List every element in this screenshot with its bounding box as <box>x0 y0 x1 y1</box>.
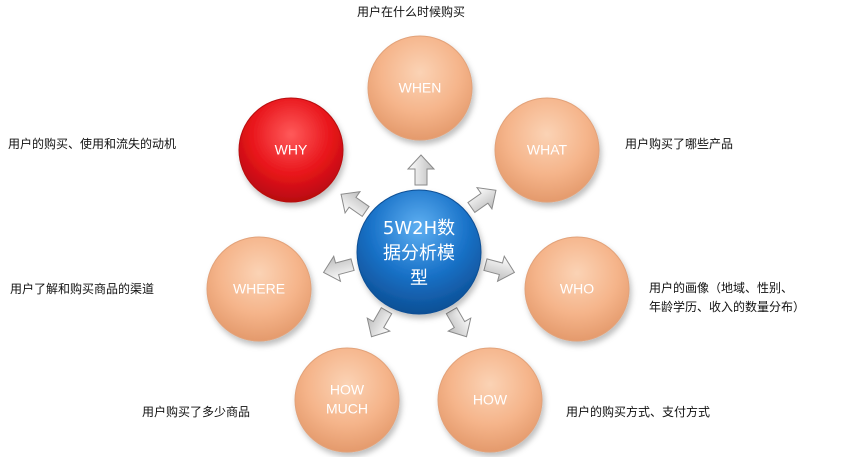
center-label-line1: 5W2H数 <box>383 218 455 239</box>
node-where-label: WHERE <box>233 281 285 297</box>
node-why-label: WHY <box>275 142 308 158</box>
node-where: WHERE <box>206 236 312 342</box>
caption-who-line2: 年龄学历、收入的数量分布） <box>649 300 806 314</box>
node-what: WHAT <box>494 97 600 203</box>
center-label-line3: 型 <box>410 268 428 289</box>
arrow-to-when <box>406 154 436 186</box>
node-how: HOW <box>437 347 543 453</box>
node-how-much: HOW MUCH <box>294 347 400 453</box>
center-node: 5W2H数 据分析模 型 <box>356 189 482 315</box>
caption-what: 用户购买了哪些产品 <box>625 137 734 151</box>
caption-where: 用户了解和购买商品的渠道 <box>10 282 155 296</box>
node-who-label: WHO <box>560 281 594 297</box>
arrow-to-how <box>445 307 472 338</box>
caption-who: 用户的画像（地域、性别、 年龄学历、收入的数量分布） <box>649 279 805 317</box>
center-label-line2: 据分析模 <box>383 243 455 264</box>
arrow-to-what <box>467 186 497 214</box>
caption-how: 用户的购买方式、支付方式 <box>566 405 711 419</box>
node-when-label: WHEN <box>399 80 442 96</box>
caption-who-line1: 用户的画像（地域、性别、 <box>649 281 794 295</box>
node-how-much-label-line2: MUCH <box>326 401 368 417</box>
caption-how-much: 用户购买了多少商品 <box>142 405 251 419</box>
node-what-label: WHAT <box>527 142 568 158</box>
node-why: WHY <box>238 97 344 203</box>
node-how-much-label-line1: HOW <box>330 382 365 398</box>
node-who: WHO <box>524 236 630 342</box>
arrow-to-where <box>322 254 355 283</box>
arrow-to-how-much <box>366 307 393 338</box>
caption-when: 用户在什么时候购买 <box>357 5 466 19</box>
arrow-to-why <box>340 190 370 218</box>
arrow-to-who <box>483 254 516 283</box>
caption-why: 用户的购买、使用和流失的动机 <box>8 137 177 151</box>
node-how-label: HOW <box>473 392 508 408</box>
node-when: WHEN <box>367 35 473 141</box>
